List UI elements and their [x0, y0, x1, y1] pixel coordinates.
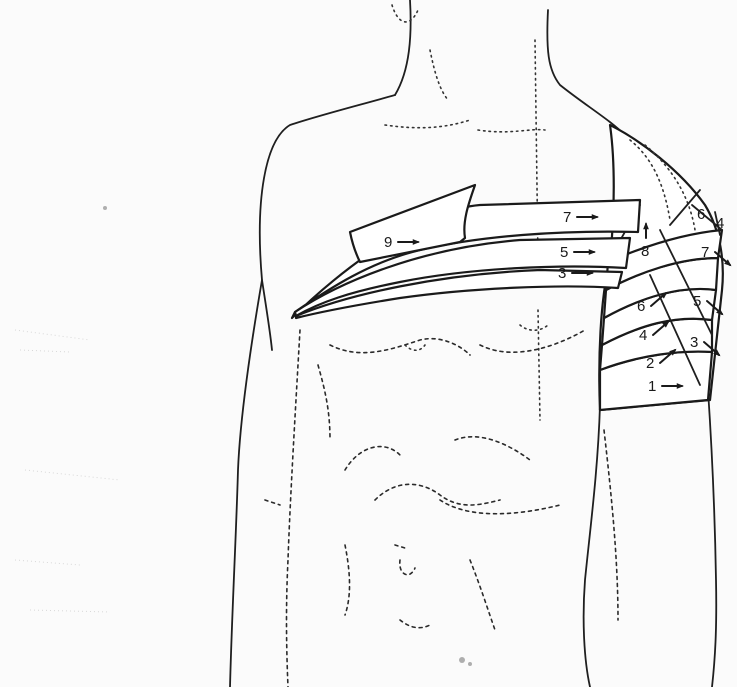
collarbone-dots: [385, 120, 470, 128]
right-arm-inner: [584, 405, 600, 687]
turn-label-12: 3: [558, 265, 566, 282]
turn-label-8: 4: [716, 215, 724, 232]
neck-right-line: [547, 10, 625, 135]
abdomen-waist-right: [470, 560, 495, 630]
turn-label-13: 9: [384, 234, 392, 251]
collarbone-dots-right: [478, 130, 545, 132]
turn-label-11: 5: [560, 244, 568, 261]
left-arm-outer: [230, 280, 262, 687]
turn-label-7: 6: [697, 206, 705, 223]
turn-label-4: 5: [693, 293, 701, 310]
rib-left-1: [345, 447, 400, 470]
neck-dotted-right: [430, 50, 448, 100]
turn-label-5: 6: [637, 298, 645, 315]
pectoral-right: [480, 330, 585, 352]
lat-left: [318, 365, 330, 440]
navel: [395, 545, 415, 575]
turn-label-9: 8: [641, 243, 649, 260]
turn-label-2: 3: [690, 334, 698, 351]
turn-label-3: 4: [639, 327, 647, 344]
turn-label-0: 1: [648, 378, 656, 395]
abdomen-left: [375, 484, 500, 505]
rib-right-1: [455, 437, 530, 460]
nipple-right: [520, 325, 548, 330]
right-arm-dashed: [604, 430, 618, 620]
turn-label-10: 7: [563, 209, 571, 226]
neck-dotted-left: [392, 5, 418, 22]
left-torso-dashed: [287, 330, 301, 687]
right-arm-outer: [708, 390, 716, 687]
turn-label-6: 7: [701, 244, 709, 261]
abdomen-line: [440, 500, 560, 514]
abdomen-waist-left: [345, 545, 350, 615]
pectoral-left: [330, 339, 470, 355]
nipple-left: [405, 345, 425, 350]
turn-label-1: 2: [646, 355, 654, 372]
neck-left-line: [395, 0, 411, 95]
